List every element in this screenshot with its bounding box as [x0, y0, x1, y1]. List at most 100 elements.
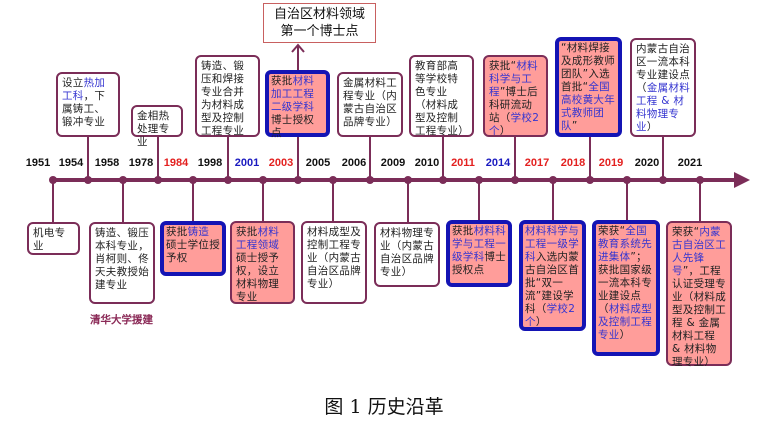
highlight-text: 学校2个: [489, 112, 540, 137]
connector-line: [122, 180, 124, 222]
milestone-text: 获批: [166, 226, 188, 238]
connector-line: [662, 137, 664, 180]
timeline-dot: [511, 176, 519, 184]
tsinghua-support-note: 清华大学援建: [90, 314, 153, 326]
highlight-text: 材料科学与工程一级学科: [525, 225, 579, 263]
connector-line: [478, 180, 480, 220]
milestone-1951: 机电专业: [27, 222, 80, 255]
highlight-text: 全国高校黄大年式教师团队: [561, 81, 615, 132]
milestone-1958: 铸造、锻压本科专业，肖柯则、佟天夫教授始建专业: [89, 222, 155, 304]
milestone-text: ”；获批国家级一流本科专业建设点（: [598, 251, 652, 315]
milestone-text: 机电专业: [33, 227, 66, 252]
year-label-1998: 1998: [197, 157, 223, 169]
milestone-text: 铸造、锻压本科专业，肖柯则、佟天夫教授始建专业: [95, 227, 149, 291]
connector-line: [699, 180, 701, 221]
connector-line: [626, 180, 628, 220]
milestone-2019: 荣获“全国教育系统先进集体”；获批国家级一流本科专业建设点（材料成型及控制工程专…: [592, 220, 660, 356]
milestone-text: 教育部高等学校特色专业（材料成型及控制工程专业）: [415, 60, 469, 137]
milestone-text: 设立: [62, 77, 84, 89]
year-label-2011: 2011: [451, 157, 475, 169]
milestone-1978: 金相热处理专业: [131, 105, 183, 148]
milestone-text: 获批: [452, 225, 474, 237]
milestone-2005: 材料成型及控制工程专业（内蒙古自治区品牌专业）: [301, 221, 367, 304]
milestone-1954: 设立热加工科，下属铸工、锻冲专业: [56, 72, 120, 137]
milestone-text: 荣获“: [672, 226, 700, 238]
timeline-dot: [366, 176, 374, 184]
note-line: 自治区材料领域: [273, 7, 365, 22]
milestone-1998: 铸造、锻压和焊接专业合并为材料成型及控制工程专业: [195, 55, 260, 137]
highlight-text: 全国教育系统先进集体: [598, 225, 652, 263]
connector-line: [589, 137, 591, 180]
connector-line: [442, 137, 444, 180]
milestone-text: ”，工程认证受理专业（材料成型及控制工程 & 金属材料工程 & 材料物理专业）: [672, 265, 726, 368]
timeline-axis: [50, 178, 740, 182]
timeline-dot: [659, 176, 667, 184]
highlight-text: 材料成型及控制工程专业: [598, 303, 653, 341]
note-line: 第一个博士点: [280, 24, 359, 39]
highlight-text: 学校2个: [525, 303, 576, 328]
year-label-2017: 2017: [524, 157, 550, 169]
connector-line: [192, 180, 194, 221]
milestone-text: 获批: [236, 226, 258, 238]
milestone-2003: 获批材料加工工程二级学科博士授权点: [265, 70, 330, 139]
connector-line: [407, 180, 409, 222]
milestone-text: 硕士授予权，设立材料物理专业: [236, 252, 280, 303]
year-label-1951: 1951: [25, 157, 51, 169]
highlight-text: 铸造: [187, 226, 210, 238]
milestone-text: 内蒙古自治区一流本科专业建设点（: [636, 43, 690, 94]
milestone-text: ）: [535, 316, 547, 328]
timeline-dot: [439, 176, 447, 184]
timeline-dot: [154, 176, 162, 184]
year-label-2010: 2010: [414, 157, 440, 169]
milestone-text: ）: [619, 329, 631, 341]
connector-line: [157, 137, 159, 180]
milestone-2018: “材料焊接及成形教师团队”入选首批“全国高校黄大年式教师团队”: [555, 37, 622, 137]
milestone-text: 获批: [271, 75, 293, 87]
milestone-text: “材料焊接及成形教师团队”入选首批“: [561, 42, 615, 93]
doctoral-note-box: 自治区材料领域 第一个博士点: [263, 3, 376, 43]
milestone-text: 硕士学位授予权: [166, 239, 220, 264]
year-label-2018: 2018: [560, 157, 586, 169]
milestone-text: ”: [571, 120, 578, 132]
connector-line: [227, 137, 229, 180]
connector-line: [369, 137, 371, 180]
year-label-2019: 2019: [598, 157, 624, 169]
milestone-1984: 获批铸造硕士学位授予权: [160, 221, 226, 276]
year-label-1954: 1954: [58, 157, 84, 169]
milestone-text: 获批“: [489, 60, 517, 72]
timeline-dot: [294, 176, 302, 184]
year-label-1978: 1978: [128, 157, 154, 169]
milestone-text: ）: [646, 121, 658, 133]
highlight-text: 材料科学与工程一级学科: [452, 225, 507, 263]
timeline-arrow-icon: [734, 172, 750, 188]
milestone-2001: 获批材料工程领域硕士授予权，设立材料物理专业: [230, 221, 295, 304]
milestone-2006: 金属材料工程专业（内蒙古自治区品牌专业）: [337, 72, 403, 137]
milestone-text: ）: [499, 125, 511, 137]
milestone-2014: 获批“材料科学与工程”博士后科研流动站（学校2个）: [483, 55, 548, 137]
figure-caption: 图 1 历史沿革: [324, 396, 444, 418]
highlight-text: 材料加工工程二级学科: [271, 75, 315, 113]
connector-line: [297, 137, 299, 180]
milestone-text: 入选内蒙古自治区首批“双一流”建设学科（: [525, 251, 580, 315]
highlight-text: 材料科学与工程: [489, 60, 538, 98]
year-label-2003: 2003: [268, 157, 294, 169]
year-label-2020: 2020: [634, 157, 660, 169]
year-label-2009: 2009: [380, 157, 406, 169]
year-label-2014: 2014: [485, 157, 511, 169]
year-label-2005: 2005: [305, 157, 331, 169]
timeline-dot: [84, 176, 92, 184]
milestone-2017: 材料科学与工程一级学科入选内蒙古自治区首批“双一流”建设学科（学校2个）: [519, 220, 586, 331]
milestone-text: 金属材料工程专业（内蒙古自治区品牌专业）: [343, 77, 397, 128]
highlight-text: 金属材料工程 & 材料物理专业: [636, 82, 691, 133]
highlight-text: 材料工程领域: [236, 226, 280, 251]
year-label-1958: 1958: [94, 157, 120, 169]
milestone-text: 博士授权点: [452, 251, 507, 276]
connector-line: [552, 180, 554, 220]
milestone-text: 材料成型及控制工程专业（内蒙古自治区品牌专业）: [307, 226, 361, 290]
milestone-text: 金相热处理专业: [137, 110, 170, 148]
connector-line: [514, 137, 516, 180]
connector-line: [52, 180, 54, 222]
milestone-text: 铸造、锻压和焊接专业合并为材料成型及控制工程专业: [201, 60, 245, 137]
timeline-dot: [586, 176, 594, 184]
milestone-text: ”博士后科研流动站（: [489, 86, 538, 124]
